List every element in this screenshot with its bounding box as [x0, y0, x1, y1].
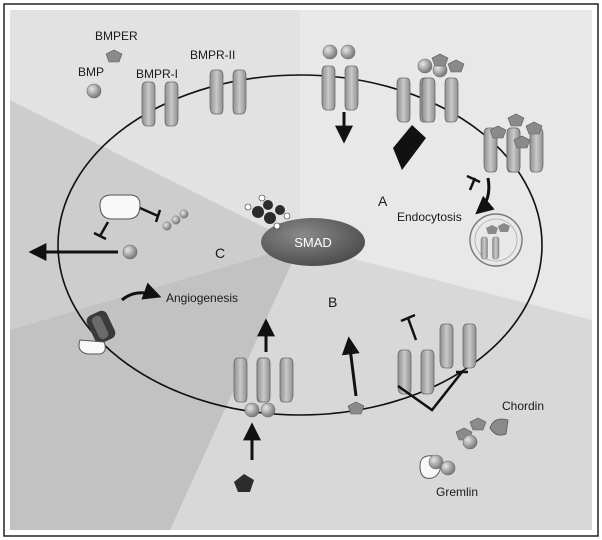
angiogenesis-receptor-icon — [78, 310, 116, 355]
inhibit-b2-lines — [397, 371, 463, 412]
endocytosis-arrow — [475, 177, 495, 215]
bmper-label: BMPER — [95, 29, 138, 43]
region-c-label: C — [215, 245, 225, 261]
inhibit-b1 — [406, 317, 418, 341]
arrow-b2-up — [341, 336, 360, 397]
inhibit-c2 — [98, 221, 110, 237]
bmp-label: BMP — [78, 65, 104, 79]
endosome-icon — [469, 213, 523, 267]
cell-membrane — [57, 74, 543, 416]
inhibitor-complex-icon — [99, 194, 141, 220]
sector-c-lower — [10, 245, 300, 530]
sector-b — [170, 245, 592, 530]
inhibit-b1-bar — [400, 313, 416, 323]
bmper-icon — [105, 49, 123, 63]
inhibit-c2-bar — [93, 231, 107, 241]
chordin-ligand-icon — [234, 474, 254, 492]
angiogenesis-arrow — [121, 282, 162, 302]
thick-arrow-a — [393, 125, 426, 170]
bmper-b-icon — [347, 401, 365, 415]
inhibit-c1 — [139, 206, 159, 218]
angiogenesis-label: Angiogenesis — [166, 291, 238, 305]
bmp-free-icon — [122, 244, 138, 260]
chordin-label: Chordin — [502, 399, 544, 413]
bmp-antagonist-cluster-icon — [455, 417, 487, 450]
small-molecule-icon — [244, 194, 291, 230]
sector-c-upper — [10, 10, 300, 245]
receptor-complex-a3 — [483, 113, 544, 173]
chordin-icon — [489, 418, 509, 436]
region-b-label: B — [328, 294, 337, 310]
gremlin-label: Gremlin — [436, 485, 478, 499]
region-a-label: A — [378, 193, 388, 209]
gremlin-icon — [419, 454, 456, 479]
inhibit-c1-bar — [154, 209, 162, 223]
receptor-complex-a2 — [396, 53, 465, 123]
bmpr1-label: BMPR-I — [136, 67, 178, 81]
endocytosis-label: Endocytosis — [397, 210, 462, 224]
smad-ellipse — [261, 218, 365, 266]
inhibit-a-bar — [466, 174, 481, 184]
bmp-ligand-icon — [86, 83, 102, 99]
smad-label: SMAD — [294, 235, 332, 250]
bmpr2-label: BMPR-II — [190, 48, 235, 62]
